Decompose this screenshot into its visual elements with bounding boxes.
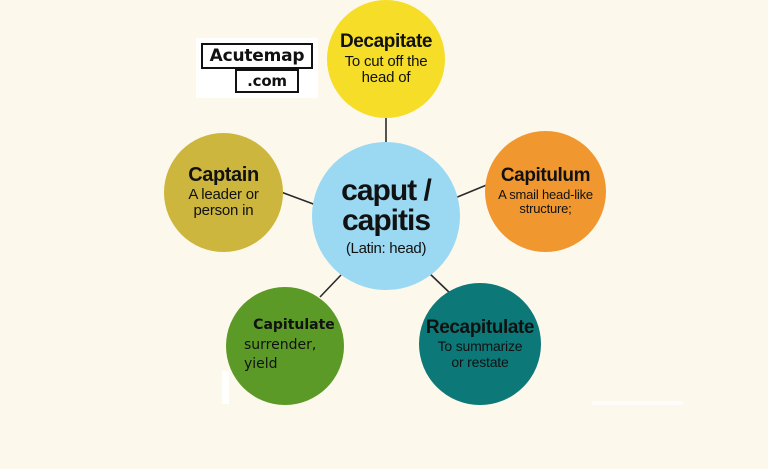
node-capitulate-title: Capitulate [253,317,335,334]
logo-tld-text: .com [235,69,299,93]
node-captain-title: Captain [188,164,259,187]
edge-center-to-captain [280,191,317,206]
node-center-title: caput /capitis [341,173,432,237]
acutemap-logo[interactable]: Acutemap .com [196,38,318,98]
edge-center-to-capitulate [319,274,342,298]
node-decapitate-title: Decapitate [339,30,433,52]
edge-center-to-capitulum [454,183,490,199]
node-capitulate-description: surrender,yield [244,336,317,372]
node-center-subtitle: (Latin: head) [345,239,427,257]
node-capitulate[interactable]: Capitulate surrender,yield [226,287,344,405]
node-center-caput-capitis[interactable]: caput /capitis (Latin: head) [312,142,460,290]
background-artifact-vertical [222,371,229,404]
node-capitulum-title: Capitulum [500,165,591,187]
logo-name-text: Acutemap [201,43,313,69]
background-artifact-horizontal [592,401,683,405]
node-recapitulate-title: Recapitulate [425,316,535,338]
